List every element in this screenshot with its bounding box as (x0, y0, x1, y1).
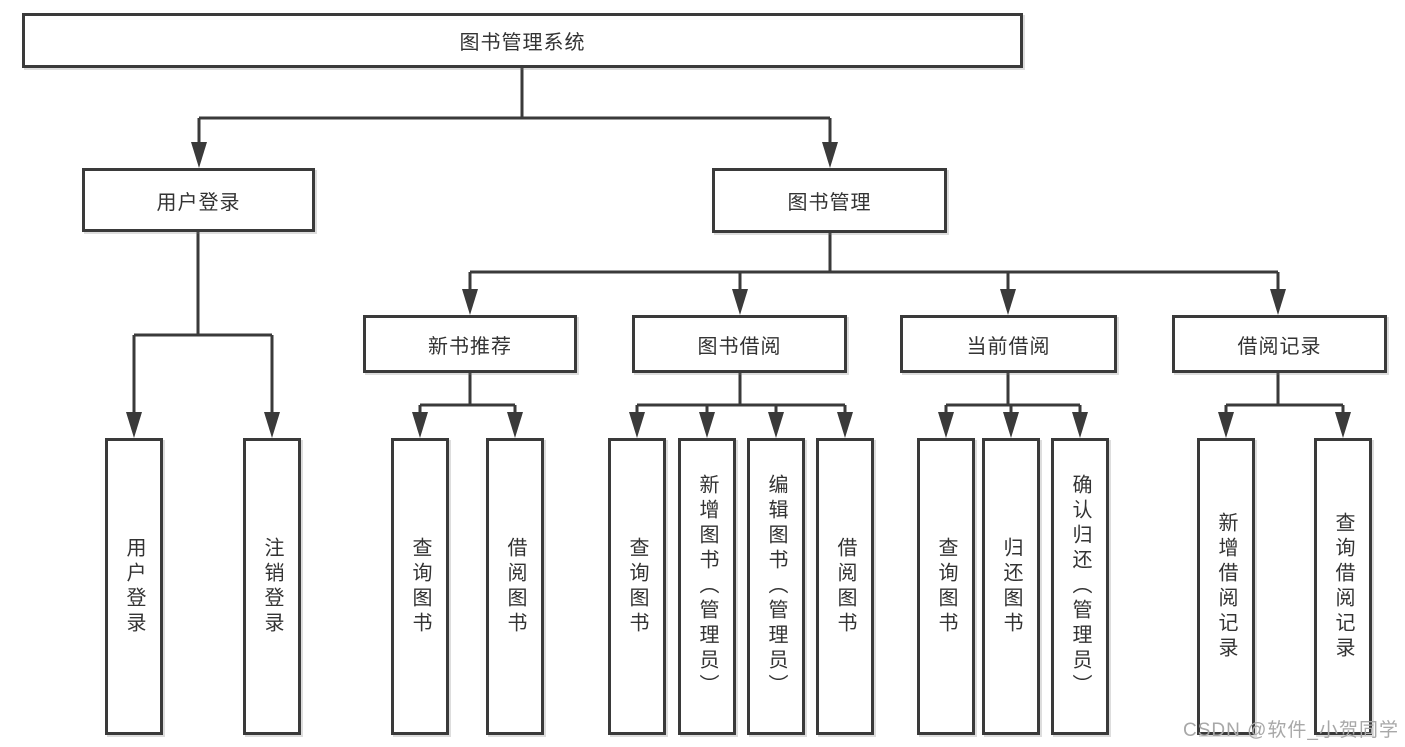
arrowheads (126, 142, 1351, 438)
node-book-borrowing: 图书借阅 (632, 315, 847, 373)
leaf-label: 编辑图书（管理员） (765, 474, 787, 699)
leaf-label: 查询图书 (626, 536, 648, 637)
leaf-label: 查询借阅记录 (1332, 511, 1354, 662)
leaf-label: 归还图书 (1000, 536, 1022, 637)
leaf-return-books: 归还图书 (982, 438, 1040, 735)
leaf-add-borrow-record: 新增借阅记录 (1197, 438, 1255, 735)
leaf-label: 查询图书 (409, 536, 431, 637)
leaf-query-books-current: 查询图书 (917, 438, 975, 735)
node-label: 图书借阅 (697, 335, 782, 358)
leaf-label: 注销登录 (261, 536, 283, 637)
node-current-borrowing: 当前借阅 (900, 315, 1117, 373)
node-borrowing-records: 借阅记录 (1172, 315, 1387, 373)
leaf-user-login: 用户登录 (105, 438, 163, 735)
leaf-label: 查询图书 (935, 536, 957, 637)
leaf-label: 确认归还（管理员） (1069, 474, 1091, 699)
leaf-label: 新增借阅记录 (1215, 511, 1237, 662)
node-user-login: 用户登录 (82, 168, 315, 232)
leaf-label: 新增图书（管理员） (696, 474, 718, 699)
node-label: 用户登录 (156, 191, 241, 214)
leaf-borrow-books-newbook: 借阅图书 (486, 438, 544, 735)
leaf-logout: 注销登录 (243, 438, 301, 735)
node-label: 当前借阅 (966, 335, 1051, 358)
leaf-label: 借阅图书 (834, 536, 856, 637)
leaf-label: 用户登录 (123, 536, 145, 637)
node-library-management-system: 图书管理系统 (22, 13, 1023, 68)
csdn-watermark: CSDN @软件_小贺同学 (1183, 720, 1399, 741)
leaf-confirm-return-admin: 确认归还（管理员） (1051, 438, 1109, 735)
leaf-edit-book-admin: 编辑图书（管理员） (747, 438, 805, 735)
node-label: 新书推荐 (428, 335, 512, 358)
leaf-query-books-newbook: 查询图书 (391, 438, 449, 735)
node-new-book-recommendation: 新书推荐 (363, 315, 577, 373)
leaf-add-book-admin: 新增图书（管理员） (678, 438, 736, 735)
node-label: 借阅记录 (1237, 335, 1322, 358)
leaf-borrow-books-borrowing: 借阅图书 (816, 438, 874, 735)
leaf-query-borrow-record: 查询借阅记录 (1314, 438, 1372, 735)
node-label: 图书管理系统 (459, 32, 586, 54)
leaf-label: 借阅图书 (504, 536, 526, 637)
node-label: 图书管理 (787, 192, 872, 214)
node-book-management: 图书管理 (712, 168, 947, 233)
leaf-query-books-borrowing: 查询图书 (608, 438, 666, 735)
